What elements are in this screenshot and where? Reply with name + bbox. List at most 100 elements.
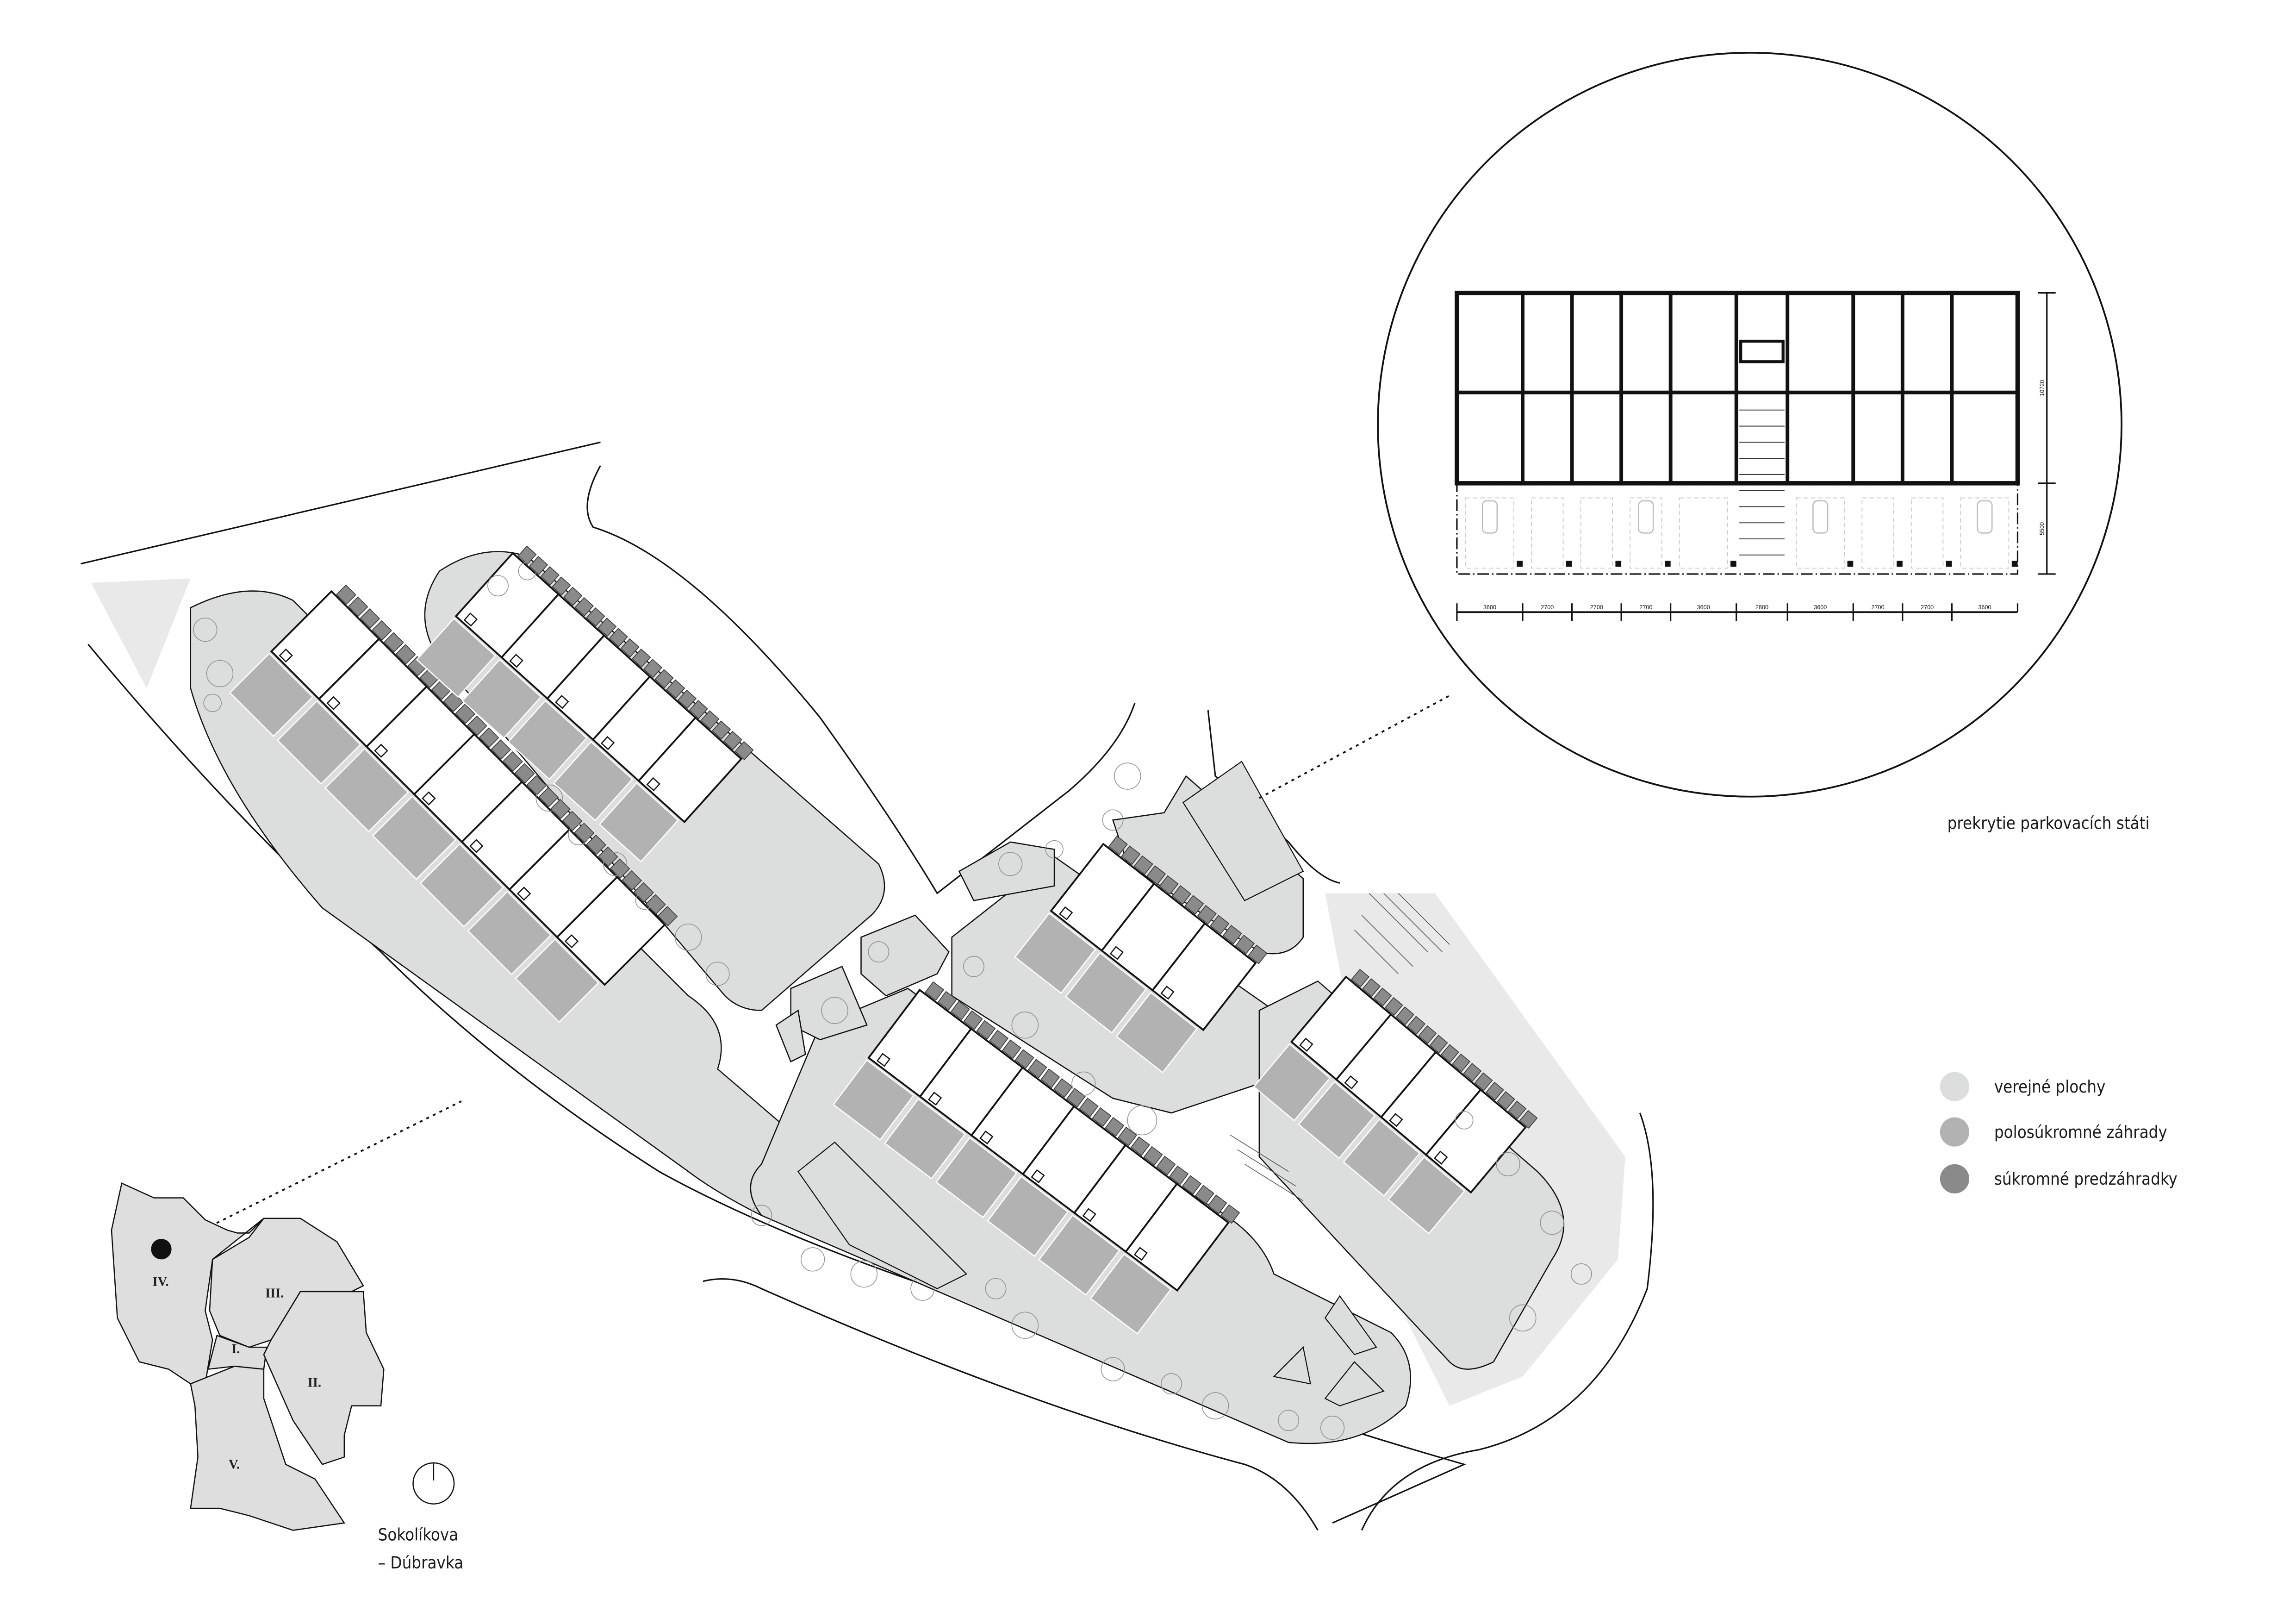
row-house [1425,1088,1527,1194]
tree-icon [1101,1357,1125,1381]
private-front-garden [689,700,708,719]
tree-icon [1509,1304,1537,1332]
entrance-box [1160,986,1175,1000]
entrance-box [374,743,388,758]
semi-private-garden [467,891,552,975]
dimension-label: 2800 [1755,604,1768,611]
private-front-garden [1027,1059,1047,1079]
entrance-box [646,777,660,792]
entrance-box [463,612,478,627]
private-front-garden [1014,1049,1034,1069]
tree-icon [1201,1392,1229,1419]
semi-private-garden [1253,1043,1331,1122]
private-front-garden [1066,1088,1086,1108]
tree-icon [821,997,848,1024]
site-location-marker [151,1239,172,1260]
private-front-garden [348,596,368,617]
tree-icon [1011,1312,1039,1339]
semi-private-garden [1298,1081,1376,1159]
private-front-garden [723,731,742,750]
private-front-garden [1117,1126,1138,1146]
row-house [637,716,743,824]
private-front-garden [1485,1081,1504,1101]
private-front-garden [552,576,571,596]
private-front-garden [1182,1175,1201,1195]
entrance-box [326,696,341,711]
tree-icon [206,660,234,687]
private-front-garden [1429,1035,1448,1054]
entrance-box [422,791,436,806]
private-front-garden [479,727,499,748]
dimension-label: 3600 [1978,604,1991,611]
private-front-garden [1351,968,1369,988]
tree-icon [635,891,654,910]
private-front-garden [574,597,594,617]
private-front-garden [1395,1006,1414,1025]
private-front-garden [360,608,380,629]
dimension-label: 2700 [1590,604,1603,611]
private-front-garden [1222,924,1242,944]
svg-text:II.: II. [308,1376,321,1390]
semi-private-garden [832,1059,915,1141]
dimension-label: 10720 [2039,380,2045,396]
tree-icon [1011,1011,1039,1039]
tree-icon [985,1278,1007,1299]
private-front-garden [1474,1072,1493,1091]
tree-icon [203,693,222,712]
semi-private-garden [507,700,588,781]
row-house [1151,922,1257,1031]
private-front-garden [384,632,404,653]
semi-private-garden [987,1175,1069,1257]
tree-icon [674,924,702,951]
private-front-garden [610,858,630,879]
svg-text:I.: I. [231,1342,240,1356]
tree-icon [535,784,563,812]
tree-icon [568,824,589,845]
tree-icon [1320,1416,1345,1440]
entrance-box [1299,1037,1313,1052]
private-front-garden [1497,1091,1515,1110]
private-front-garden [491,739,511,760]
private-front-garden [622,870,642,891]
entrance-box [1133,1247,1148,1261]
private-front-garden [700,710,720,730]
tree-icon [603,852,628,876]
entrance-box [1344,1075,1358,1090]
entrance-box [979,1130,994,1145]
tree-icon [1278,1410,1300,1431]
tree-icon [963,956,985,977]
svg-text:V.: V. [229,1458,240,1472]
dimension-label: 2700 [1639,604,1652,611]
elevator-shaft [1739,339,1785,363]
entrance-box [1434,1150,1448,1165]
svg-text:III.: III. [265,1287,284,1301]
private-front-garden [1171,885,1192,905]
private-front-garden [1079,1097,1099,1118]
tree-icon [850,1260,878,1288]
entrance-box [469,839,484,853]
private-front-garden [503,751,523,772]
private-front-garden [1373,987,1392,1006]
tree-icon [518,562,537,581]
private-front-garden [950,1000,970,1020]
entrance-box [928,1092,942,1106]
svg-text:verejné plochy: verejné plochy [1994,1077,2106,1097]
private-front-garden [657,906,678,926]
private-front-garden [925,981,945,1001]
entrance-box [564,934,579,949]
place-name-line1: Sokolíkova [378,1525,459,1545]
semi-private-garden [416,618,497,698]
semi-private-garden [935,1137,1018,1218]
locator-map: IV. III. I. II. V. [111,1182,385,1531]
private-front-garden [372,620,392,641]
private-front-garden [654,669,674,688]
dimension-label: 3600 [1697,604,1710,611]
entrance-box [516,887,531,901]
district-ii [263,1291,385,1465]
private-front-garden [563,587,583,606]
